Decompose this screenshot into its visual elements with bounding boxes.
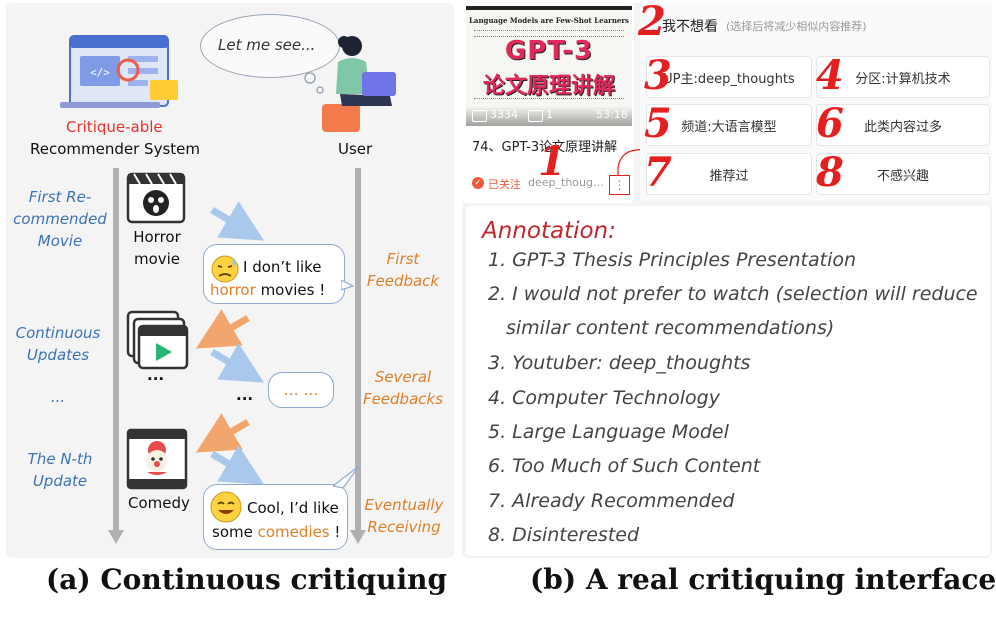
marker-4: 4 <box>816 52 844 99</box>
user-avatar-icon <box>322 36 396 132</box>
annotation-box <box>466 206 990 556</box>
thought-bubble <box>200 14 340 78</box>
annotation-item-4: 4. Computer Technology <box>488 387 720 409</box>
happy-emoji-icon <box>210 491 242 523</box>
caption-b: (b) A real critiquing interface <box>530 563 996 596</box>
marker-8: 8 <box>816 149 844 196</box>
user-timeline-axis <box>355 168 361 534</box>
user-label: User <box>338 140 373 158</box>
marker-5: 5 <box>644 100 672 147</box>
followed-check-icon: ✓ <box>472 177 484 189</box>
annotation-item-3: 3. Youtuber: deep_thoughts <box>488 352 751 374</box>
sad-emoji-icon <box>211 255 239 283</box>
system-label-red: Critique-able <box>66 118 163 136</box>
label-eventually-receiving: Eventually Receiving <box>364 496 444 536</box>
label-first-feedback: First Feedback <box>366 250 440 290</box>
feedback-arrows <box>196 201 265 485</box>
user-axis-arrowhead <box>350 530 366 544</box>
overlay-title-1: GPT-3 <box>504 36 594 66</box>
comedy-movie-icon <box>126 428 188 490</box>
annotation-item-2: 2. I would not prefer to watch (selectio… <box>488 283 978 305</box>
horror-movie-label: Horror movie <box>133 228 181 268</box>
annotation-item-1: 1. GPT-3 Thesis Principles Presentation <box>488 249 857 271</box>
marker-1: 1 <box>538 138 566 185</box>
uploader-name[interactable]: deep_thoug… <box>528 176 604 189</box>
movie-stack-dots: ... <box>147 366 165 384</box>
marker-3: 3 <box>644 52 672 99</box>
video-thumbnail[interactable]: Language Models are Few-Shot Learners GP… <box>466 6 632 126</box>
bubble-1-line-2: horror movies ! <box>210 281 326 299</box>
danmaku-icon <box>528 110 543 122</box>
svg-text:</>: </> <box>90 66 110 79</box>
annotation-item-2-cont: similar content recommendations) <box>506 317 835 339</box>
overlay-title-2: 论文原理讲解 <box>482 74 615 99</box>
option-uploader[interactable]: UP主:deep_thoughts <box>646 56 812 98</box>
bubble-2-line-2: some comedies ! <box>212 523 341 541</box>
option-disinterested[interactable]: 不感兴趣 <box>816 153 990 195</box>
marker-7: 7 <box>644 149 672 196</box>
label-several-feedbacks: Several Feedbacks <box>362 368 444 408</box>
video-duration: 53:18 <box>596 108 628 121</box>
followed-badge: 已关注 <box>488 178 521 191</box>
middle-dots: ... <box>236 386 254 404</box>
view-count: 3334 <box>490 108 518 121</box>
more-options-button[interactable]: ⋮ <box>609 175 630 195</box>
recommender-system-icon: </> <box>60 35 178 108</box>
movie-stack-icon <box>126 310 189 370</box>
annotation-item-6: 6. Too Much of Such Content <box>488 455 761 477</box>
label-dots: ... <box>50 388 66 406</box>
option-category[interactable]: 分区:计算机技术 <box>816 56 990 98</box>
danmaku-count: 1 <box>546 108 553 121</box>
marker-6: 6 <box>816 100 844 147</box>
play-count-icon <box>472 110 487 122</box>
bubble-2-line-1: Cool, I’d like <box>247 499 339 517</box>
option-channel[interactable]: 频道:大语言模型 <box>646 104 812 146</box>
annotation-title: Annotation: <box>482 218 616 244</box>
option-recommended[interactable]: 推荐过 <box>646 153 812 195</box>
annotation-item-7: 7. Already Recommended <box>488 490 735 512</box>
thought-dots <box>304 72 324 94</box>
paper-title: Language Models are Few-Shot Learners <box>469 16 629 25</box>
label-continuous-updates: Continuous Updates <box>15 324 101 364</box>
system-label: Recommender System <box>30 140 200 158</box>
label-first-recommended: First Re- commended Movie <box>13 188 107 250</box>
option-too-much[interactable]: 此类内容过多 <box>816 104 990 146</box>
comedy-label: Comedy <box>128 494 190 512</box>
bubble-2-tail <box>333 465 360 489</box>
bubble-1-line-1: I don’t like <box>243 258 322 276</box>
annotation-item-8: 8. Disinterested <box>488 524 640 546</box>
not-interested-hint: (选择后将减少相似内容推荐) <box>726 20 867 33</box>
feedback-bubble-middle: … … <box>268 372 334 408</box>
horror-movie-icon <box>126 172 186 224</box>
annotation-item-5: 5. Large Language Model <box>488 421 729 443</box>
video-title[interactable]: 74、GPT-3论文原理讲解 <box>472 140 618 155</box>
system-timeline-axis <box>113 168 119 534</box>
thought-text: Let me see... <box>218 36 316 54</box>
system-axis-arrowhead <box>108 530 124 544</box>
label-nth-update: The N-th Update <box>27 450 93 490</box>
marker-2: 2 <box>638 0 666 45</box>
caption-a: (a) Continuous critiquing <box>46 563 448 596</box>
bubble-1-tail <box>341 280 355 291</box>
not-interested-title[interactable]: 我不想看 <box>662 19 718 35</box>
